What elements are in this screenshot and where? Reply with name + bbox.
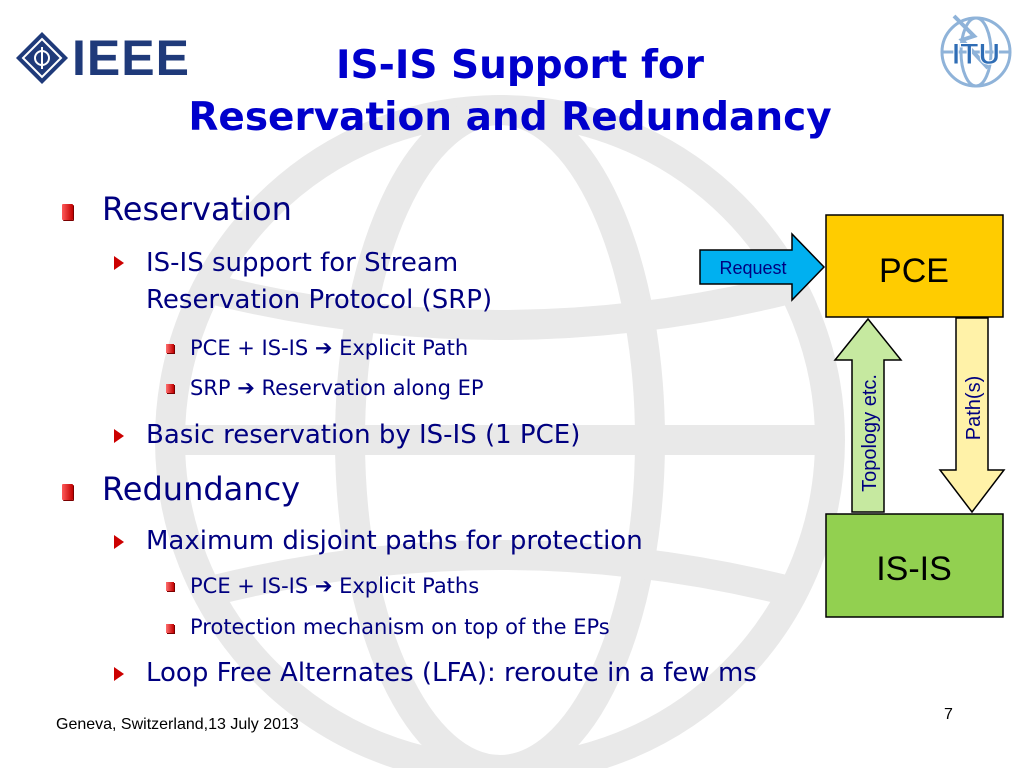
bullet-small-square-icon xyxy=(166,384,174,393)
bullet-arrow-icon xyxy=(114,667,124,681)
page-number: 7 xyxy=(944,706,953,723)
bullet-lfa: Loop Free Alternates (LFA): reroute in a… xyxy=(146,658,757,688)
bullet-small-square-icon xyxy=(166,624,174,633)
bullet-arrow-icon xyxy=(114,256,124,270)
sub-bullet-explicit-paths: PCE + IS-IS ➔ Explicit Paths xyxy=(190,574,480,598)
ieee-logo: IEEE xyxy=(14,30,204,86)
paths-arrow xyxy=(938,317,1006,514)
bullet-square-icon xyxy=(62,204,73,220)
isis-label: IS-IS xyxy=(876,550,952,588)
title-line-2: Reservation and Redundancy xyxy=(188,95,832,140)
globe-watermark xyxy=(155,95,845,768)
itu-logo: ITU xyxy=(940,14,1012,88)
sub-bullet-protection: Protection mechanism on top of the EPs xyxy=(190,615,610,639)
bullet-srp-line-1: IS-IS support for Stream xyxy=(146,248,459,278)
paths-label: Path(s) xyxy=(963,376,985,440)
bullet-square-icon xyxy=(62,484,73,500)
request-arrow xyxy=(699,232,826,302)
bullet-small-square-icon xyxy=(166,582,174,591)
slide-title: IS-IS Support for Reservation and Redund… xyxy=(100,40,920,144)
bullet-basic-reservation: Basic reservation by IS-IS (1 PCE) xyxy=(146,420,581,450)
bullet-arrow-icon xyxy=(114,429,124,443)
bullet-disjoint-paths: Maximum disjoint paths for protection xyxy=(146,526,643,556)
title-line-1: IS-IS Support for xyxy=(336,43,704,88)
bullet-srp-line-2: Reservation Protocol (SRP) xyxy=(146,285,493,315)
pce-box xyxy=(825,214,1004,318)
sub-bullet-explicit-path: PCE + IS-IS ➔ Explicit Path xyxy=(190,336,469,360)
bullet-reservation: Reservation xyxy=(102,190,292,228)
bullet-small-square-icon xyxy=(166,344,174,353)
bullet-redundancy: Redundancy xyxy=(102,470,301,508)
topology-arrow xyxy=(833,317,903,513)
sub-bullet-reservation-ep: SRP ➔ Reservation along EP xyxy=(190,376,484,400)
ieee-wordmark: IEEE xyxy=(72,30,190,86)
pce-label: PCE xyxy=(879,252,949,290)
request-label: Request xyxy=(719,258,786,278)
itu-wordmark: ITU xyxy=(952,38,1000,71)
topology-label: Topology etc. xyxy=(859,374,881,492)
footer-location-date: Geneva, Switzerland,13 July 2013 xyxy=(56,716,299,733)
isis-box xyxy=(825,513,1004,618)
ieee-diamond-icon xyxy=(16,32,68,84)
bullet-arrow-icon xyxy=(114,535,124,549)
